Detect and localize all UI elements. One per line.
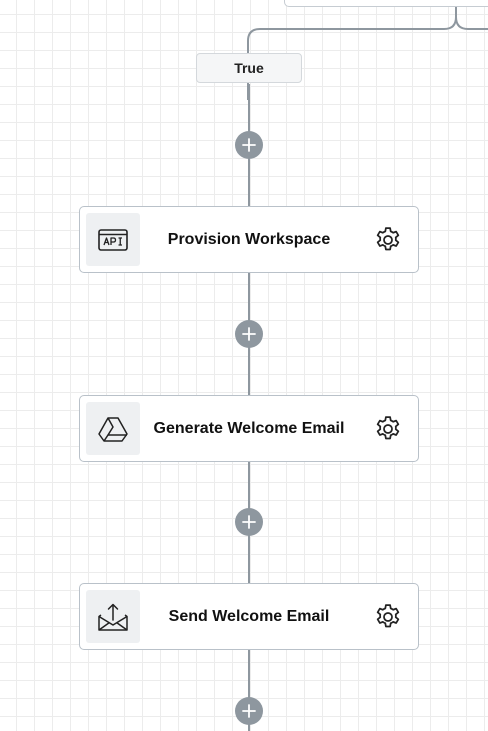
step-settings-button[interactable] bbox=[372, 224, 404, 256]
step-icon-container bbox=[86, 402, 140, 455]
step-icon-container bbox=[86, 213, 140, 266]
step-settings-button[interactable] bbox=[372, 413, 404, 445]
gear-icon bbox=[376, 227, 400, 251]
step-title: Send Welcome Email bbox=[168, 607, 330, 625]
step-settings-button[interactable] bbox=[372, 601, 404, 633]
branch-connector bbox=[247, 0, 457, 100]
api-icon bbox=[98, 228, 128, 251]
step-icon-container bbox=[86, 590, 140, 643]
send-email-icon bbox=[98, 603, 128, 631]
step-title: Generate Welcome Email bbox=[153, 419, 345, 437]
step-title: Provision Workspace bbox=[167, 230, 331, 248]
plus-icon bbox=[242, 704, 256, 718]
add-step-button[interactable] bbox=[235, 508, 263, 536]
step-card-generate-welcome-email[interactable]: Generate Welcome Email bbox=[79, 395, 419, 462]
add-step-button[interactable] bbox=[235, 697, 263, 725]
add-step-button[interactable] bbox=[235, 320, 263, 348]
gear-icon bbox=[376, 416, 400, 440]
plus-icon bbox=[242, 515, 256, 529]
parent-node[interactable] bbox=[284, 0, 488, 7]
step-card-send-welcome-email[interactable]: Send Welcome Email bbox=[79, 583, 419, 650]
branch-label-text: True bbox=[234, 60, 264, 76]
plus-icon bbox=[242, 327, 256, 341]
plus-icon bbox=[242, 138, 256, 152]
google-drive-icon bbox=[98, 416, 128, 442]
gear-icon bbox=[376, 604, 400, 628]
branch-connector-right bbox=[455, 16, 488, 30]
branch-label-true[interactable]: True bbox=[196, 53, 302, 83]
step-card-provision-workspace[interactable]: Provision Workspace bbox=[79, 206, 419, 273]
add-step-button[interactable] bbox=[235, 131, 263, 159]
